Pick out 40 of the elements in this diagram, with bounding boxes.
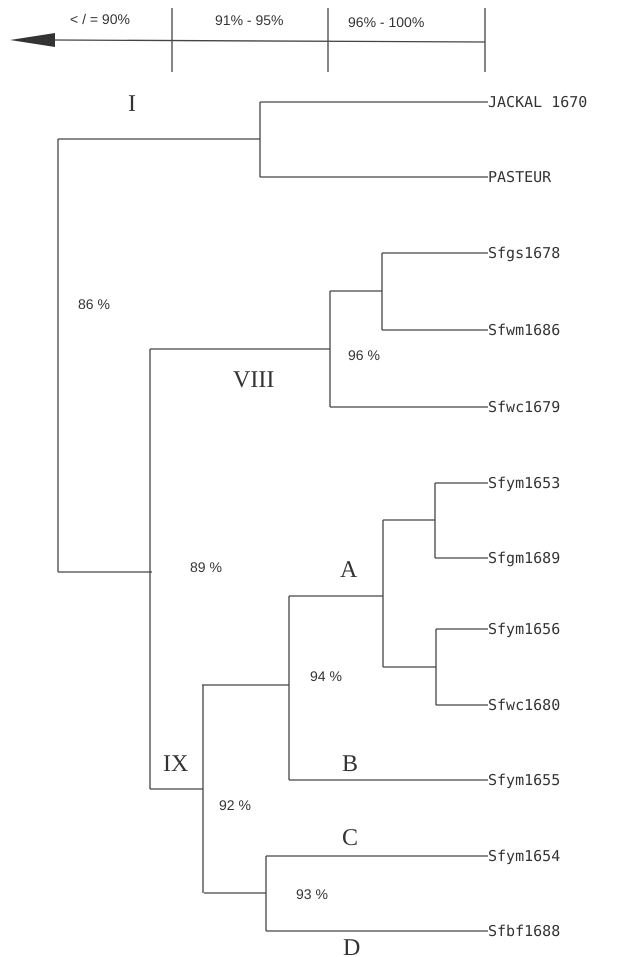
strain-label: Sfwc1679 (488, 398, 560, 416)
strain-label: Sfbf1688 (488, 922, 560, 940)
similarity-value: 89 % (190, 560, 222, 574)
clade-label: A (340, 558, 358, 582)
clade-label: I (128, 92, 136, 116)
strain-label: Sfym1655 (488, 771, 560, 789)
strain-label: PASTEUR (488, 168, 552, 186)
scale-label: 91% - 95% (215, 13, 284, 27)
clade-label: IX (163, 752, 188, 776)
strain-label: Sfwc1680 (488, 696, 560, 714)
branch-line (330, 406, 488, 408)
branch-line (435, 482, 488, 484)
branch-line (436, 628, 488, 630)
branch-line (436, 704, 488, 706)
clade-label: VIII (233, 368, 274, 392)
clade-label: D (343, 936, 360, 957)
similarity-value: 86 % (78, 297, 110, 311)
branch-line (260, 101, 488, 103)
scale-label: < / = 90% (70, 12, 130, 26)
strain-label: Sfym1654 (488, 847, 560, 865)
scale-label: 96% - 100% (348, 15, 424, 29)
branch-line (435, 557, 488, 559)
strain-label: Sfwm1686 (488, 321, 560, 339)
branch-line (382, 329, 488, 331)
branch-line (260, 176, 488, 178)
strain-label: JACKAL 1670 (488, 93, 588, 111)
clade-label: B (342, 752, 358, 776)
branch-line (289, 779, 488, 781)
clade-label: C (342, 826, 358, 850)
strain-label: Sfgm1689 (488, 549, 560, 567)
similarity-value: 94 % (310, 669, 342, 683)
branch-line (266, 855, 488, 857)
branch-line (266, 930, 488, 932)
strain-label: Sfym1656 (488, 620, 560, 638)
similarity-value: 92 % (219, 798, 251, 812)
strain-label: Sfgs1678 (488, 244, 560, 262)
strain-label: Sfym1653 (488, 474, 560, 492)
branch-line (382, 252, 488, 254)
similarity-value: 93 % (296, 887, 328, 901)
similarity-value: 96 % (348, 348, 380, 362)
